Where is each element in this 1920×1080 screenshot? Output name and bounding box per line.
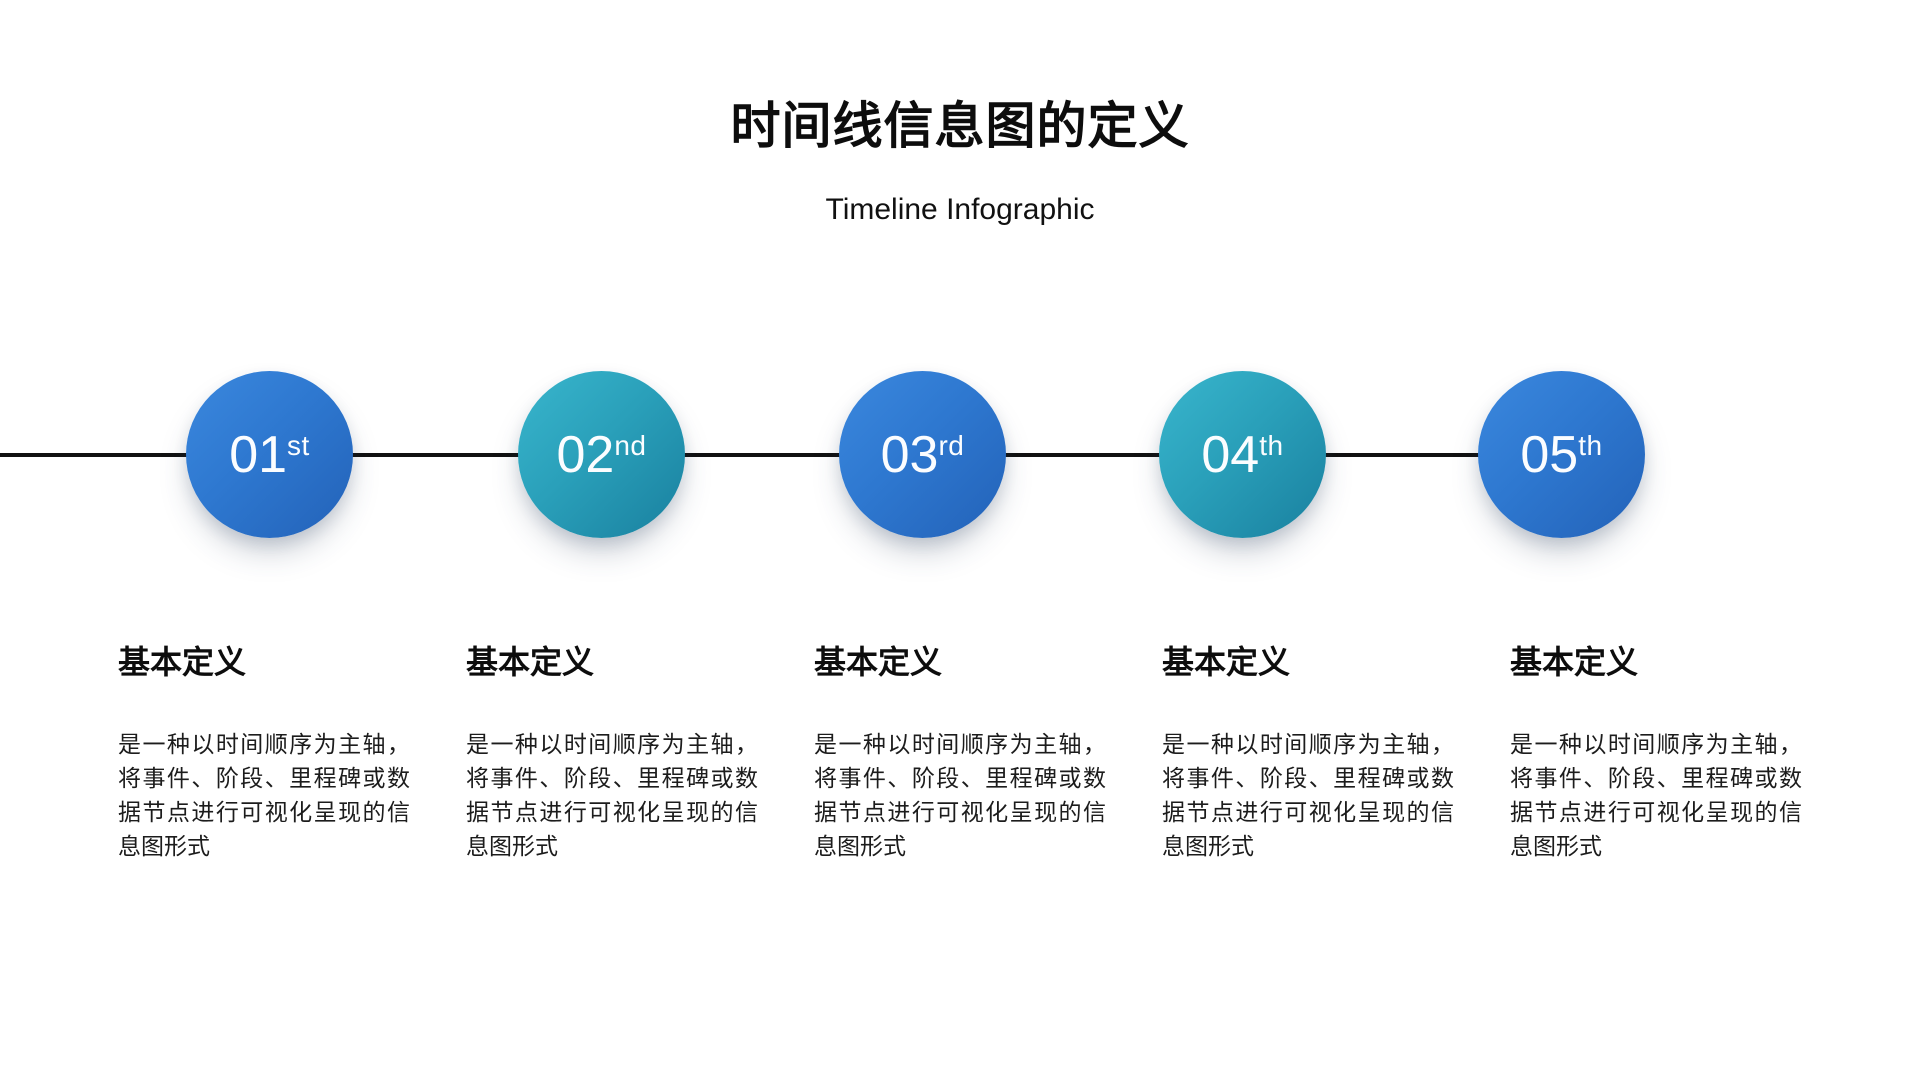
timeline-item-text-02: 基本定义 是一种以时间顺序为主轴，将事件、阶段、里程碑或数据节点进行可视化呈现的… — [466, 642, 758, 863]
timeline-node-01-label: 01st — [229, 429, 310, 481]
node-number: 03 — [880, 425, 939, 484]
timeline-node-04-label: 04th — [1201, 429, 1283, 481]
timeline-node-03: 03rd — [839, 371, 1006, 538]
node-ordinal-suffix: nd — [614, 429, 647, 461]
item-body: 是一种以时间顺序为主轴，将事件、阶段、里程碑或数据节点进行可视化呈现的信息图形式 — [1162, 731, 1454, 859]
node-ordinal-suffix: th — [1259, 429, 1284, 461]
timeline-node-04: 04th — [1159, 371, 1326, 538]
node-number: 01 — [229, 425, 288, 484]
timeline-item-text-04: 基本定义 是一种以时间顺序为主轴，将事件、阶段、里程碑或数据节点进行可视化呈现的… — [1162, 642, 1454, 863]
timeline-axis-line — [0, 453, 1562, 457]
node-ordinal-suffix: rd — [938, 429, 965, 461]
timeline-item-text-05: 基本定义 是一种以时间顺序为主轴，将事件、阶段、里程碑或数据节点进行可视化呈现的… — [1510, 642, 1802, 863]
item-heading: 基本定义 — [1510, 644, 1639, 680]
timeline-node-02-label: 02nd — [557, 429, 647, 481]
page-subtitle: Timeline Infographic — [825, 193, 1095, 226]
item-body: 是一种以时间顺序为主轴，将事件、阶段、里程碑或数据节点进行可视化呈现的信息图形式 — [1510, 731, 1802, 859]
item-heading: 基本定义 — [1162, 644, 1291, 680]
item-heading: 基本定义 — [118, 644, 247, 680]
item-body: 是一种以时间顺序为主轴，将事件、阶段、里程碑或数据节点进行可视化呈现的信息图形式 — [118, 731, 410, 859]
timeline-item-text-01: 基本定义 是一种以时间顺序为主轴，将事件、阶段、里程碑或数据节点进行可视化呈现的… — [118, 642, 410, 863]
item-body: 是一种以时间顺序为主轴，将事件、阶段、里程碑或数据节点进行可视化呈现的信息图形式 — [466, 731, 758, 859]
item-heading: 基本定义 — [466, 644, 595, 680]
timeline-node-02: 02nd — [518, 371, 685, 538]
timeline-node-03-label: 03rd — [881, 429, 965, 481]
node-number: 04 — [1201, 425, 1260, 484]
item-body: 是一种以时间顺序为主轴，将事件、阶段、里程碑或数据节点进行可视化呈现的信息图形式 — [814, 731, 1106, 859]
page-title: 时间线信息图的定义 — [730, 98, 1190, 154]
timeline-node-05-label: 05th — [1520, 429, 1602, 481]
node-ordinal-suffix: th — [1578, 429, 1603, 461]
node-ordinal-suffix: st — [287, 429, 310, 461]
node-number: 05 — [1520, 425, 1579, 484]
node-number: 02 — [556, 425, 615, 484]
item-heading: 基本定义 — [814, 644, 943, 680]
timeline-item-text-03: 基本定义 是一种以时间顺序为主轴，将事件、阶段、里程碑或数据节点进行可视化呈现的… — [814, 642, 1106, 863]
timeline-node-05: 05th — [1478, 371, 1645, 538]
timeline-node-01: 01st — [186, 371, 353, 538]
